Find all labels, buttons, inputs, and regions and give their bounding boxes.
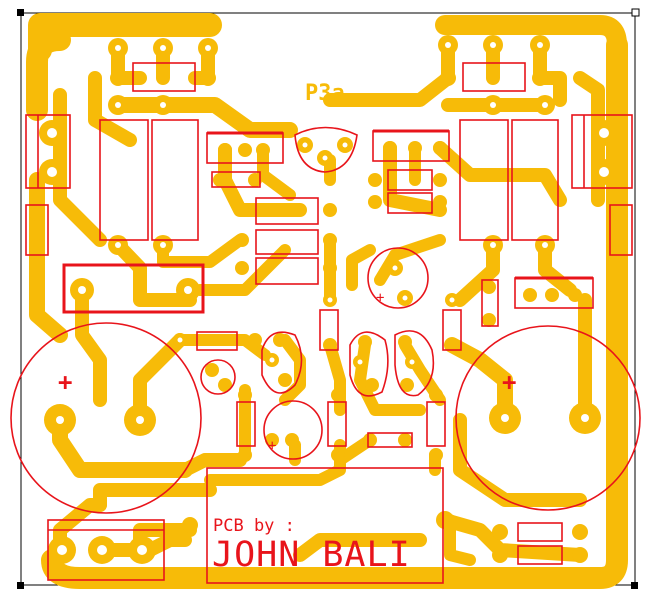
copper-pads (29, 35, 628, 564)
corner-mark (631, 8, 640, 17)
polarity-plus-right: + (502, 368, 516, 396)
credit-line-1: PCB by : (213, 516, 295, 536)
silkscreen (10, 62, 641, 584)
polarity-plus-cap-small: + (268, 438, 276, 454)
corner-mark (17, 582, 24, 589)
corner-mark (17, 9, 24, 16)
credit-line-2: JOHN BALI (212, 535, 411, 575)
board-label: P3a (305, 81, 345, 106)
corner-mark (631, 582, 638, 589)
polarity-plus-cap-center: + (376, 290, 384, 306)
polarity-plus-left: + (58, 368, 72, 396)
